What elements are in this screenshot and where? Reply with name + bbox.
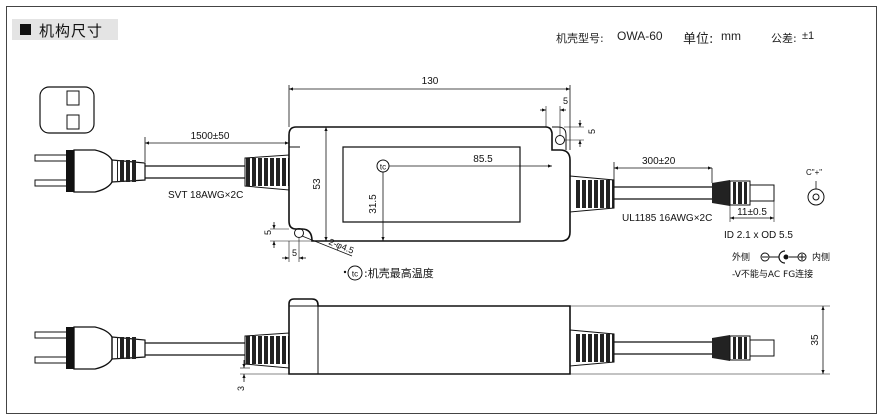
ac-plug-front-icon [39,86,95,134]
dim-side-offset-text: 3 [236,386,246,391]
hole-leader [301,235,353,257]
dim-body-width-text: 53 [312,178,323,190]
adapter-body-side [288,298,571,375]
dim-input-cable [144,137,289,162]
dc-plug-side-view [712,335,775,361]
dim-corner-notch-top [540,106,584,147]
dim-overall-length-text: 130 [422,76,439,87]
unit-value: mm [721,29,741,43]
tc-note-text: :机壳最高温度 [364,266,434,280]
output-strain-relief [569,175,615,213]
dim-corner-notch-bottom [270,222,312,262]
dim-corner-notch-w2-text: 5 [292,248,297,258]
output-cable-spec: UL1185 16AWG×2C [622,213,712,224]
unit-label: 单位: [683,32,714,47]
dim-corner-notch-h-text: 5 [587,129,597,134]
dc-plug-top-view [712,180,775,206]
tc-marker-text: tc [380,163,386,172]
dim-output-cable-text: 300±20 [642,156,676,167]
dc-plug-front-icon [807,181,825,206]
tolerance-value: ±1 [802,30,815,42]
input-strain-relief [244,154,290,191]
dim-label-height-text: 31.5 [368,194,379,214]
section-title: 机构尺寸 [39,22,104,40]
section-title-box: 机构尺寸 [12,19,118,40]
tolerance-label: 公差: [771,32,797,45]
tc-note-symbol: tc [352,270,358,279]
model-label: 机壳型号: [556,32,604,45]
note-dot [343,270,347,274]
square-bullet-icon [20,24,31,35]
dim-input-cable-text: 1500±50 [191,131,230,142]
output-strain-relief-side [569,329,615,367]
dim-side-height-text: 35 [810,334,821,346]
dim-corner-notch-w-text: 5 [563,96,568,106]
dim-side-offset [240,360,289,382]
dim-corner-notch-h2-text: 5 [263,230,273,235]
outer-label: 外侧 [732,251,750,263]
input-strain-relief-side [244,332,290,369]
inner-label: 内侧 [812,251,830,263]
plug-pin-label: C"+" [806,168,822,177]
dim-label-width-text: 85.5 [473,154,493,165]
ac-plug-side-view [34,326,146,370]
polarity-symbol-icon [760,250,807,264]
plug-spec: ID 2.1 x OD 5.5 [724,230,793,241]
dim-output-cable [613,162,713,183]
dim-plug-length-text: 11±0.5 [737,207,767,218]
input-cable-spec: SVT 18AWG×2C [168,190,243,201]
adapter-body-top [288,126,571,242]
dim-plug-length [729,201,775,222]
tc-note-icon [347,265,363,281]
sheet-frame [6,6,877,414]
dim-overall-length [288,85,571,150]
model-value: OWA-60 [617,29,663,43]
ac-plug-top-view [34,149,146,193]
dim-side-height [570,305,830,375]
fg-note: -V不能与AC FG连接 [732,268,813,280]
